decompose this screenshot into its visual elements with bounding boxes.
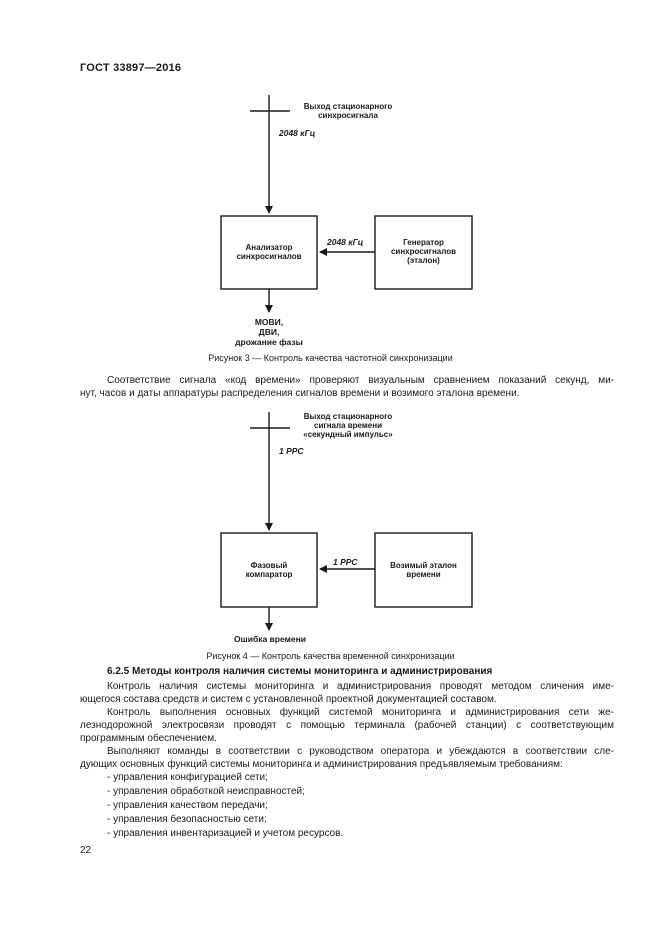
fig4-top-label-line: Выход стационарного bbox=[303, 412, 393, 421]
fig3-output-line: ДВИ, bbox=[258, 327, 280, 337]
fig4-comparator-line: компаратор bbox=[245, 570, 293, 579]
section-heading: 6.2.5 Методы контроля наличия системы мо… bbox=[107, 666, 493, 677]
section-p3-line1: Выполняют команды в соответствии с руков… bbox=[107, 746, 614, 757]
fig3-generator-label: Генератор синхросигналов (эталон) bbox=[375, 238, 472, 265]
fig4-output: Ошибка времени bbox=[234, 634, 306, 644]
fig3-analyzer-label: Анализатор синхросигналов bbox=[221, 243, 317, 261]
section-p1-line2: ющегося состава средств и систем с устан… bbox=[80, 694, 497, 705]
figure-3-caption: Рисунок 3 — Контроль качества частотной … bbox=[208, 353, 453, 363]
fig4-reference-line: Возимый эталон bbox=[390, 561, 457, 570]
list-item: - управления конфигурацией сети; bbox=[107, 772, 268, 783]
fig4-top-label-line: «секундный импульс» bbox=[303, 430, 393, 439]
section-p2-line3: программным обеспечением. bbox=[80, 733, 217, 744]
fig3-top-label-line: Выход стационарного bbox=[303, 102, 393, 111]
figure-4-caption: Рисунок 4 — Контроль качества временной … bbox=[206, 651, 455, 661]
fig4-reference-box bbox=[374, 532, 473, 608]
fig3-top-frequency: 2048 кГц bbox=[279, 128, 316, 138]
section-p1-line1: Контроль наличия системы мониторинга и а… bbox=[107, 681, 614, 692]
fig3-output-line: дрожание фазы bbox=[235, 337, 303, 347]
fig3-output-line: МОВИ, bbox=[254, 317, 284, 327]
document-header: ГОСТ 33897—2016 bbox=[80, 62, 182, 74]
fig3-generator-line: синхросигналов bbox=[390, 247, 457, 256]
fig3-top-label-line: синхросигнала bbox=[318, 111, 378, 120]
fig3-generator-line: Генератор bbox=[403, 238, 444, 247]
fig4-top-frequency: 1 PPC bbox=[279, 446, 304, 456]
section-p2-line1: Контроль выполнения основных функций сис… bbox=[107, 707, 614, 718]
paragraph-time-code-line2: нут, часов и даты аппаратуры распределен… bbox=[80, 388, 520, 399]
paragraph-time-code-line1: Соответствие сигнала «код времени» прове… bbox=[107, 375, 614, 386]
fig4-lines bbox=[220, 412, 473, 631]
fig4-top-label-line: сигнала времени bbox=[314, 421, 382, 430]
list-item: - управления качеством передачи; bbox=[107, 800, 268, 811]
fig3-analyzer-line: синхросигналов bbox=[236, 252, 302, 261]
fig3-outputs: МОВИ, ДВИ, дрожание фазы bbox=[229, 317, 309, 347]
list-item: - управления безопасностью сети; bbox=[107, 814, 267, 825]
fig3-analyzer-line: Анализатор bbox=[245, 243, 293, 252]
list-item: - управления инвентаризацией и учетом ре… bbox=[107, 828, 344, 839]
section-p3-line2: дующих основных функций системы монитори… bbox=[80, 759, 563, 770]
fig3-side-frequency: 2048 кГц bbox=[327, 237, 364, 247]
fig4-reference-label: Возимый эталон времени bbox=[375, 561, 472, 579]
fig3-generator-line: (эталон) bbox=[407, 256, 440, 265]
fig4-side-frequency: 1 PPC bbox=[333, 557, 358, 567]
fig3-lines bbox=[220, 95, 473, 313]
list-item: - управления обработкой неисправностей; bbox=[107, 786, 305, 797]
fig4-reference-line: времени bbox=[406, 570, 441, 579]
page-number: 22 bbox=[80, 845, 92, 856]
section-p2-line2: лезнодорожной электросвязи проводят с по… bbox=[80, 720, 614, 731]
fig3-top-label: Выход стационарного синхросигнала bbox=[288, 102, 408, 120]
fig4-comparator-label: Фазовый компаратор bbox=[221, 561, 317, 579]
fig4-comparator-line: Фазовый bbox=[250, 561, 288, 570]
fig4-top-label: Выход стационарного сигнала времени «сек… bbox=[288, 412, 408, 439]
